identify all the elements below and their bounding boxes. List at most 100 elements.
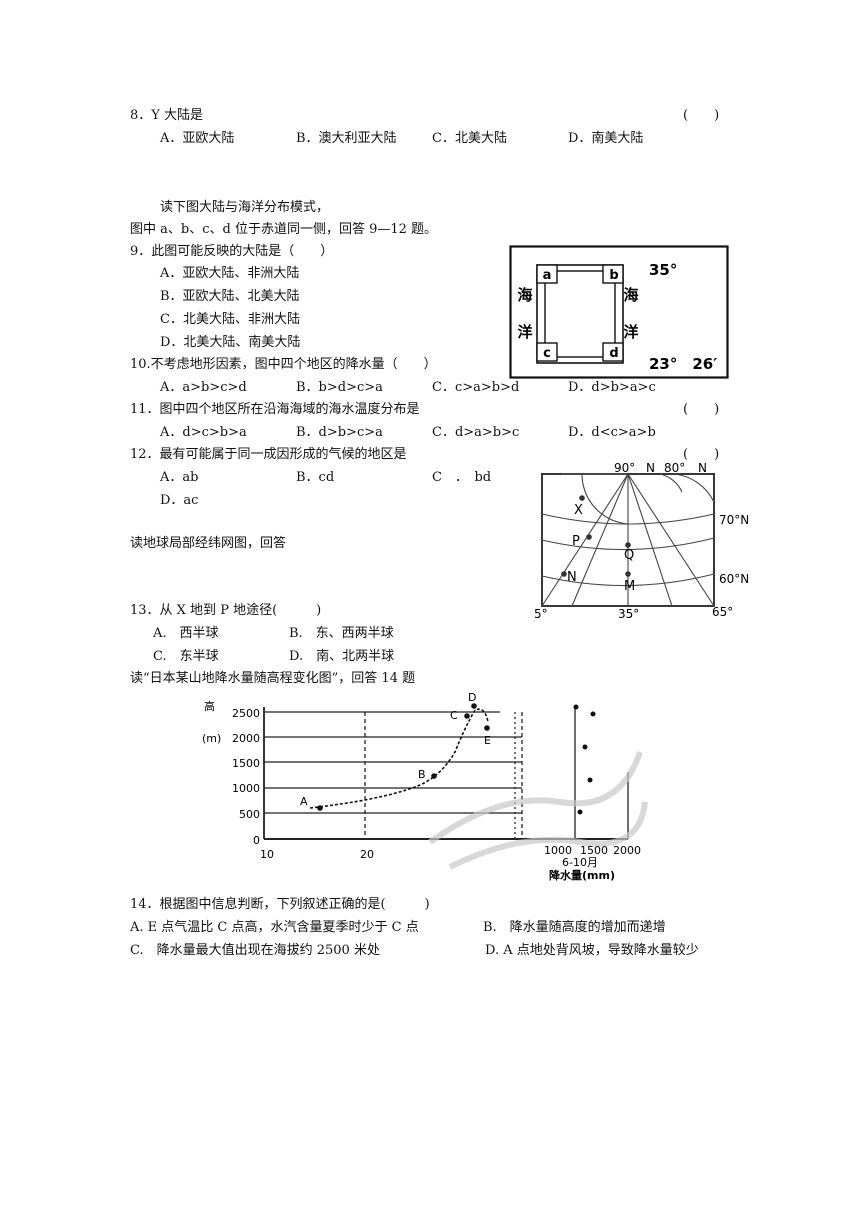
- q8-option-d: D．南美大陆: [568, 131, 644, 146]
- q12-bracket: ( ): [683, 447, 720, 462]
- y-tick-2000: 2000: [232, 732, 260, 745]
- intro1-line2: 图中 a、b、c、d 位于赤道同一侧，回答 9—12 题。: [130, 222, 438, 237]
- point-e-label: E: [484, 734, 491, 747]
- q9-option-b: B．亚欧大陆、北美大陆: [160, 289, 300, 304]
- chart-gridlines: [263, 707, 629, 840]
- cell-box-d: [602, 342, 624, 362]
- x-tick-20: 20: [360, 848, 374, 861]
- point-a-dot: [317, 805, 323, 811]
- q14-option-c: C. 降水量最大值出现在海拔约 2500 米处: [130, 943, 380, 958]
- q10-option-a: A．a>b>c>d: [160, 380, 247, 395]
- graticule-diagram: 90° N 80° N 70°N 60°N 5° 35° 65° X P Q N…: [534, 462, 749, 620]
- q14-stem: 14．根据图中信息判断，下列叙述正确的是( ): [130, 897, 430, 912]
- intro2: 读地球局部经纬网图，回答: [130, 536, 287, 551]
- point-m-dot: [625, 571, 631, 577]
- label-80-n: N: [698, 462, 707, 475]
- cell-label-b: b: [609, 268, 618, 283]
- point-c-dot: [464, 713, 470, 719]
- cell-label-c: c: [543, 346, 551, 361]
- point-a-label: A: [300, 795, 308, 808]
- q9-option-c: C．北美大陆、非洲大陆: [160, 312, 300, 327]
- cell-label-a: a: [543, 268, 552, 283]
- y-axis-ticks: 2500 2000 1500 1000 500 0: [232, 707, 260, 847]
- x-caption-months: 6-10月: [562, 856, 598, 869]
- q14-option-a: A. E 点气温比 C 点高，水汽含量夏季时少于 C 点: [130, 920, 419, 935]
- meridian-lines: [541, 473, 715, 607]
- q11-stem: 11．图中四个地区所在沿海海域的海水温度分布是: [130, 402, 420, 417]
- q13-stem: 13．从 X 地到 P 地途径( ): [130, 603, 322, 618]
- label-35: 35°: [618, 607, 639, 620]
- sea-left-2: 洋: [517, 323, 532, 341]
- continent-outline-outer: [536, 264, 624, 364]
- point-p-label: P: [572, 534, 580, 549]
- label-70n: 70°N: [719, 513, 749, 527]
- q12-stem: 12．最有可能属于同一成因形成的气候的地区是: [130, 447, 407, 462]
- point-x-label: X: [574, 503, 583, 518]
- sea-right-1: 海: [623, 286, 638, 304]
- q11-option-c: C．d>a>b>c: [432, 425, 520, 440]
- q12-option-d: D．ac: [160, 493, 199, 508]
- q13-option-d: D. 南、北两半球: [289, 649, 395, 664]
- label-90: 90°: [614, 462, 635, 475]
- q12-option-a: A．ab: [160, 470, 199, 485]
- x-tick-10: 10: [260, 848, 274, 861]
- y-axis-unit-label: 高: [204, 699, 215, 713]
- precipitation-curve: [309, 708, 489, 809]
- q8-option-b: B．澳大利亚大陆: [296, 131, 397, 146]
- intro1-line1: 读下图大陆与海洋分布模式，: [160, 200, 330, 215]
- point-n-dot: [561, 571, 567, 577]
- point-b-dot: [431, 773, 437, 779]
- latitude-top-label: 35°: [649, 261, 677, 279]
- point-d-dot: [471, 703, 477, 709]
- q10-option-d: D．d>b>a>c: [568, 380, 656, 395]
- label-90-n: N: [646, 462, 655, 475]
- q13-option-b: B. 东、西两半球: [289, 626, 394, 641]
- point-p-dot: [586, 534, 592, 540]
- point-m-label: M: [624, 579, 635, 594]
- x-tick-1500: 1500: [580, 844, 608, 857]
- q12-option-b: B．cd: [296, 470, 335, 485]
- point-x-dot: [579, 495, 585, 501]
- q10-option-c: C．c>a>b>d: [432, 380, 520, 395]
- label-60n: 60°N: [719, 572, 749, 586]
- cell-box-a: [536, 264, 558, 284]
- right-panel-dots: [573, 704, 596, 815]
- q9-option-a: A．亚欧大陆、非洲大陆: [160, 266, 300, 281]
- x-tick-1000: 1000: [544, 844, 572, 857]
- q13-option-a: A. 西半球: [153, 626, 219, 641]
- q13-option-c: C. 东半球: [153, 649, 219, 664]
- point-e-dot: [484, 725, 490, 731]
- y-tick-1000: 1000: [232, 782, 260, 795]
- sea-right-2: 洋: [623, 323, 638, 341]
- x-axis-title: 降水量(mm): [549, 868, 615, 882]
- sea-left-1: 海: [517, 286, 532, 304]
- point-n-label: N: [567, 570, 577, 585]
- q11-bracket: ( ): [683, 402, 720, 417]
- point-d-label: D: [468, 692, 476, 704]
- point-q-label: Q: [624, 548, 634, 563]
- point-q-dot: [625, 542, 631, 548]
- continent-outline-inner: [544, 270, 616, 358]
- y-tick-2500: 2500: [232, 707, 260, 720]
- q9-option-d: D．北美大陆、南美大陆: [160, 335, 301, 350]
- watermark-mark: [428, 751, 648, 870]
- parallel-lines: [541, 473, 715, 587]
- q8-option-c: C．北美大陆: [432, 131, 507, 146]
- q11-option-b: B．d>b>c>a: [296, 425, 383, 440]
- cell-box-c: [536, 342, 558, 362]
- q12-option-c: C ． bd: [432, 470, 492, 485]
- point-b-label: B: [418, 768, 426, 781]
- label-5: 5°: [534, 607, 548, 620]
- y-tick-0: 0: [253, 834, 260, 847]
- latitude-bottom-label: 23° 26′: [649, 355, 717, 373]
- x-tick-2000: 2000: [613, 844, 641, 857]
- q10-option-b: B．b>d>c>a: [296, 380, 383, 395]
- q9-stem: 9．此图可能反映的大陆是（ ）: [130, 244, 334, 259]
- cell-label-d: d: [609, 346, 618, 361]
- q8-bracket: ( ): [683, 108, 720, 123]
- q10-stem: 10.不考虑地形因素，图中四个地区的降水量（ ）: [130, 357, 437, 372]
- q8-stem: 8．Y 大陆是: [130, 108, 203, 123]
- q14-option-d: D. A 点地处背风坡，导致降水量较少: [485, 943, 699, 958]
- y-tick-500: 500: [239, 808, 260, 821]
- intro3: 读“日本某山地降水量随高程变化图”，回答 14 题: [130, 671, 416, 686]
